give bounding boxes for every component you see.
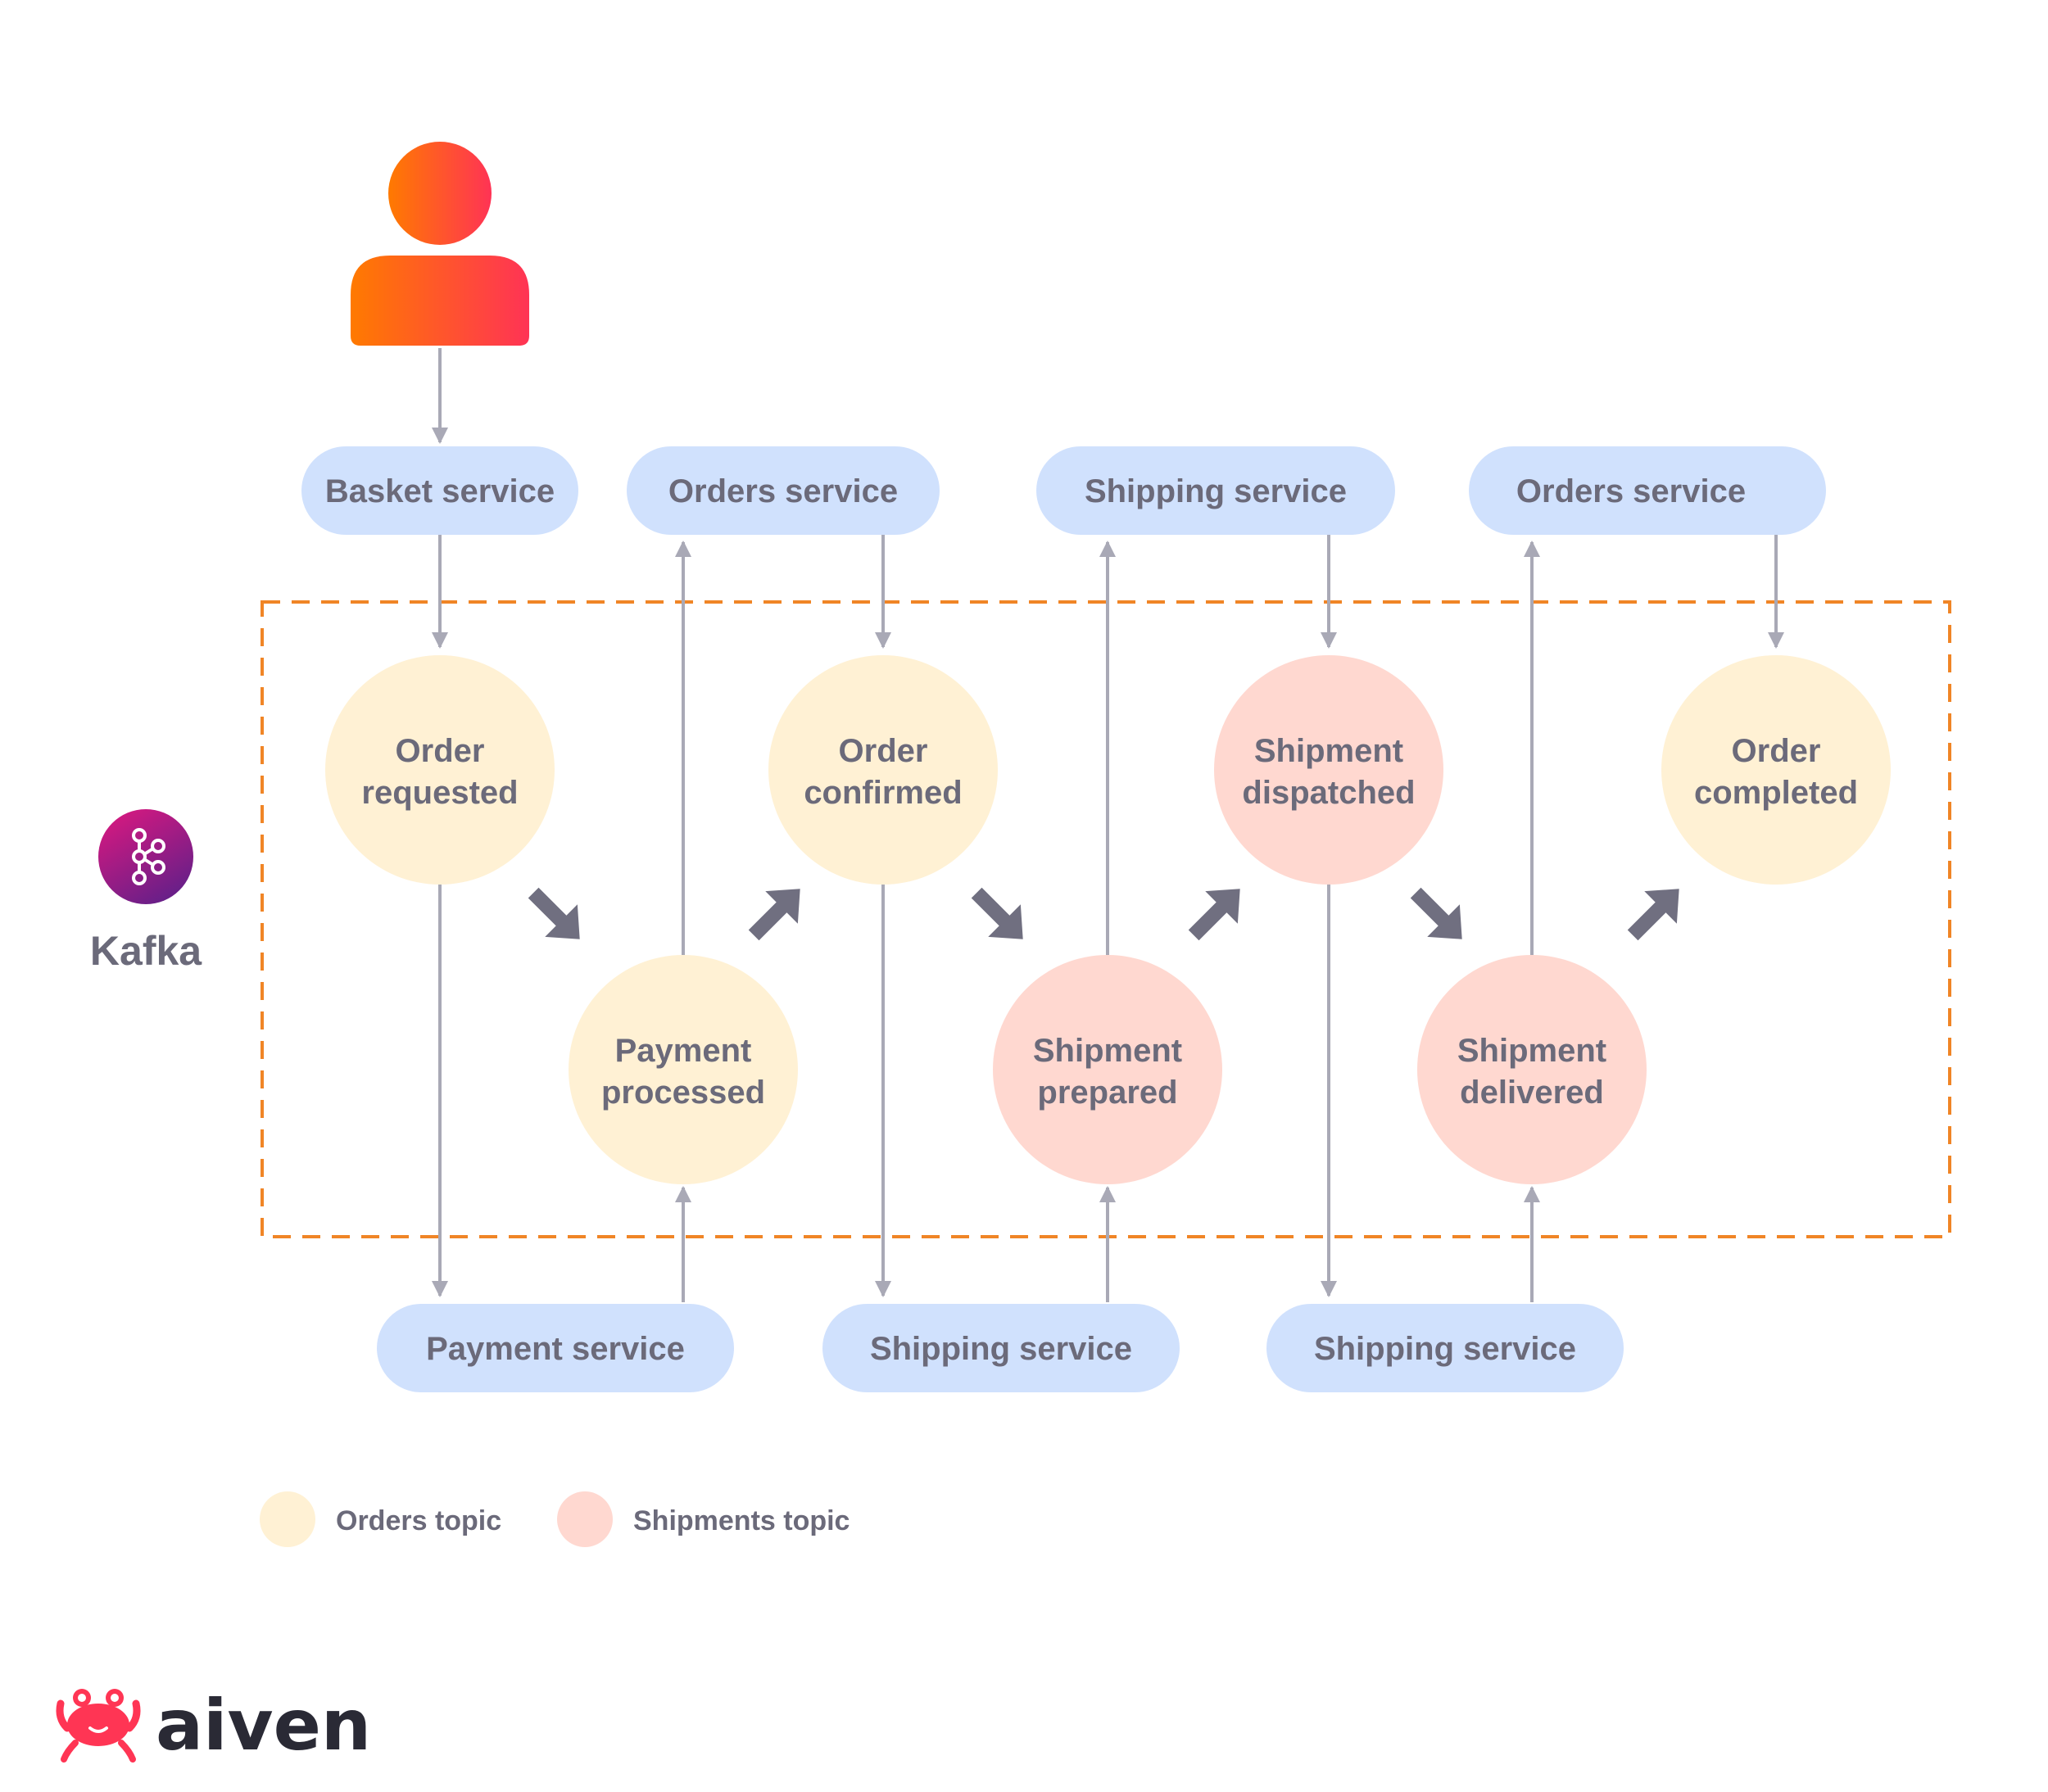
service-shipping-prepare: Shipping service xyxy=(822,1304,1180,1392)
flow-arrows-group xyxy=(528,887,1679,941)
event-label-line-1: Order xyxy=(839,733,928,769)
event-label-line-1: Shipment xyxy=(1254,733,1403,769)
event-shipment-prepared: Shipment prepared xyxy=(993,955,1222,1184)
service-basket: Basket service xyxy=(301,446,578,535)
service-shipping: Shipping service xyxy=(1036,446,1395,535)
event-shipment-delivered: Shipment delivered xyxy=(1417,955,1647,1184)
top-services: Basket service Orders service Shipping s… xyxy=(301,446,1826,535)
connector-arrows xyxy=(432,348,1784,1302)
legend-swatch-orders xyxy=(260,1491,315,1547)
legend-label: Orders topic xyxy=(336,1505,501,1536)
event-order-completed: Order completed xyxy=(1661,655,1891,885)
flow-arrow-down-right-icon xyxy=(971,887,1023,939)
service-payment: Payment service xyxy=(377,1304,734,1392)
service-label: Payment service xyxy=(426,1331,685,1367)
legend-swatch-shipments xyxy=(557,1491,613,1547)
flow-arrow-down-right-icon xyxy=(1410,887,1462,939)
event-label-line-1: Order xyxy=(1732,733,1821,769)
service-shipping-deliver: Shipping service xyxy=(1266,1304,1624,1392)
event-label-line-2: prepared xyxy=(1037,1075,1177,1111)
event-label-line-2: requested xyxy=(361,775,518,811)
legend-label: Shipments topic xyxy=(633,1505,850,1536)
event-order-requested: Order requested xyxy=(325,655,555,885)
event-label-line-2: processed xyxy=(601,1075,765,1111)
event-payment-processed: Payment processed xyxy=(569,955,798,1184)
kafka-icon xyxy=(98,809,193,904)
service-label: Shipping service xyxy=(1314,1331,1576,1367)
event-label-line-2: completed xyxy=(1694,775,1858,811)
service-label: Shipping service xyxy=(870,1331,1132,1367)
service-label: Shipping service xyxy=(1085,473,1347,509)
flow-arrow-up-right-icon xyxy=(1188,889,1240,941)
flow-arrow-up-right-icon xyxy=(1627,889,1679,941)
service-orders-completion: Orders service xyxy=(1469,446,1826,535)
event-label-line-1: Shipment xyxy=(1457,1033,1606,1069)
event-label-line-2: delivered xyxy=(1460,1075,1604,1111)
event-order-confirmed: Order confirmed xyxy=(768,655,998,885)
flow-arrow-up-right-icon xyxy=(748,889,800,941)
aiven-wordmark: aiven xyxy=(156,1685,371,1767)
service-label: Basket service xyxy=(325,473,555,509)
user-icon xyxy=(351,142,529,346)
event-label-line-1: Payment xyxy=(615,1033,752,1069)
service-orders: Orders service xyxy=(627,446,940,535)
crab-logo-icon xyxy=(56,1689,141,1763)
legend: Orders topic Shipments topic xyxy=(260,1491,850,1547)
service-label: Orders service xyxy=(1516,473,1746,509)
kafka-label: Kafka xyxy=(90,928,202,974)
aiven-logo: aiven xyxy=(56,1685,371,1767)
service-label: Orders service xyxy=(668,473,898,509)
legend-item-orders-topic: Orders topic xyxy=(260,1491,501,1547)
flow-arrow-down-right-icon xyxy=(528,887,580,939)
event-label-line-2: confirmed xyxy=(804,775,962,811)
event-label-line-2: dispatched xyxy=(1242,775,1415,811)
legend-item-shipments-topic: Shipments topic xyxy=(557,1491,850,1547)
events: Order requested Payment processed Order … xyxy=(325,655,1891,1184)
event-label-line-1: Shipment xyxy=(1033,1033,1182,1069)
event-shipment-dispatched: Shipment dispatched xyxy=(1214,655,1443,885)
bottom-services: Payment service Shipping service Shippin… xyxy=(377,1304,1624,1392)
event-label-line-1: Order xyxy=(396,733,485,769)
